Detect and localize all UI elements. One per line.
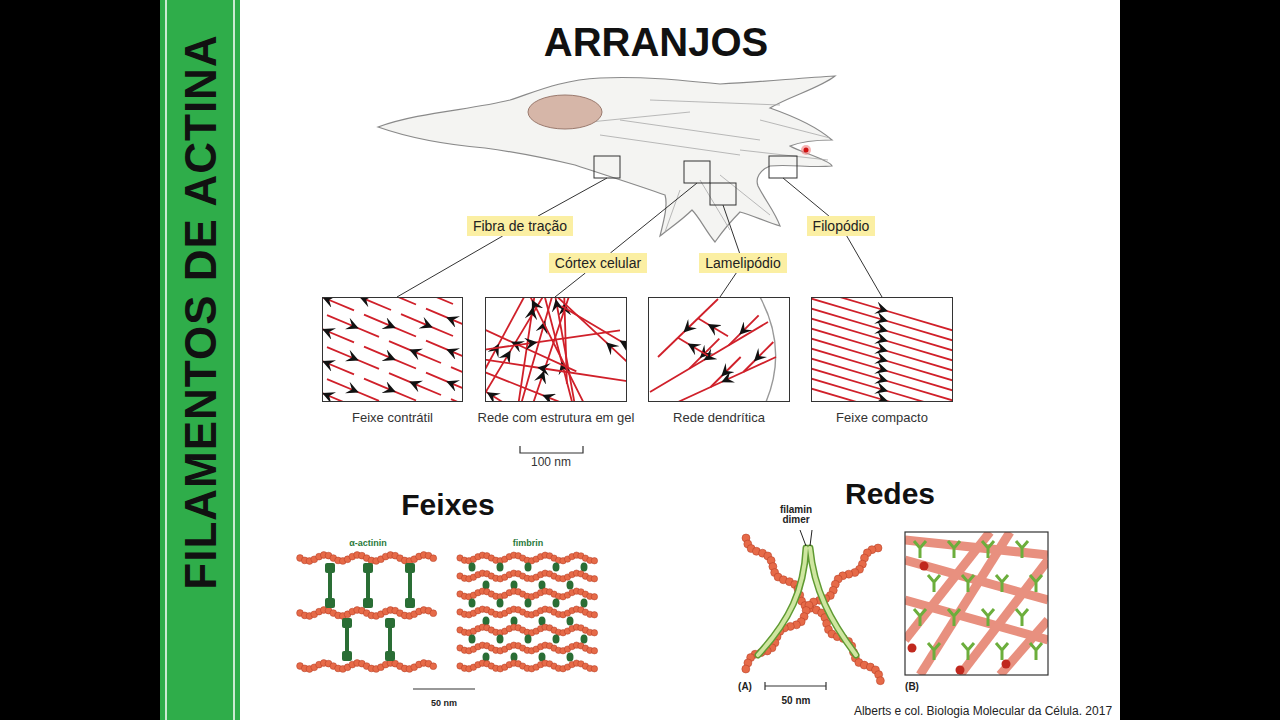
callout-tag: Lamelipódio [699,253,787,273]
leader-line [610,183,697,253]
slide-ground [160,0,1120,720]
tag-text: Lamelipódio [705,255,781,271]
tag-text: Córtex celular [555,255,641,271]
panel-caption: Feixe compacto [836,410,928,425]
leader-line [538,178,607,216]
scale-label: 50 nm [431,698,457,708]
section-heading: Feixes [401,488,494,522]
filament-panels [277,194,958,485]
scale-label: 50 nm [782,695,811,706]
filament-panel: Rede dendrítica [648,297,790,402]
tag-text: Fibra de tração [473,218,567,234]
band-line [165,0,167,720]
panel-caption: Rede com estrutura em gel [478,410,635,425]
protein-name: filamin dimer [771,505,821,526]
filament-panel: Feixe contrátil [322,297,463,402]
leader-line [555,273,585,297]
callout-tag: Fibra de tração [467,216,573,236]
panel-caption: Feixe contrátil [352,410,433,425]
cell-drawing [378,76,835,242]
leader-line [783,178,829,216]
callout-tag: Córtex celular [549,253,647,273]
panel-caption: Rede dendrítica [673,410,765,425]
filament-panel: Feixe compacto [811,297,953,402]
leader-line [847,236,882,297]
tag-text: Filopódio [813,218,870,234]
band-line [233,0,235,720]
side-heading: FILAMENTOS DE ACTINA [176,34,226,589]
protein-name: α-actinin [349,538,387,548]
filament-panel: Rede com estrutura em gel [485,297,627,402]
scale-label: 100 nm [531,455,571,469]
section-heading: Redes [845,477,935,511]
panel-letter: (B) [905,681,919,692]
citation: Alberts e col. Biologia Molecular da Cél… [854,704,1112,718]
slide-title: ARRANJOS [544,20,768,65]
leader-line [397,236,503,297]
actin-crosslink-drawings [297,530,1048,685]
green-band [160,0,240,720]
leader-line [720,273,736,297]
protein-name: fimbrin [513,538,544,548]
leader-line [723,205,740,253]
callout-tag: Filopódio [807,216,876,236]
panel-letter: (A) [738,681,752,692]
